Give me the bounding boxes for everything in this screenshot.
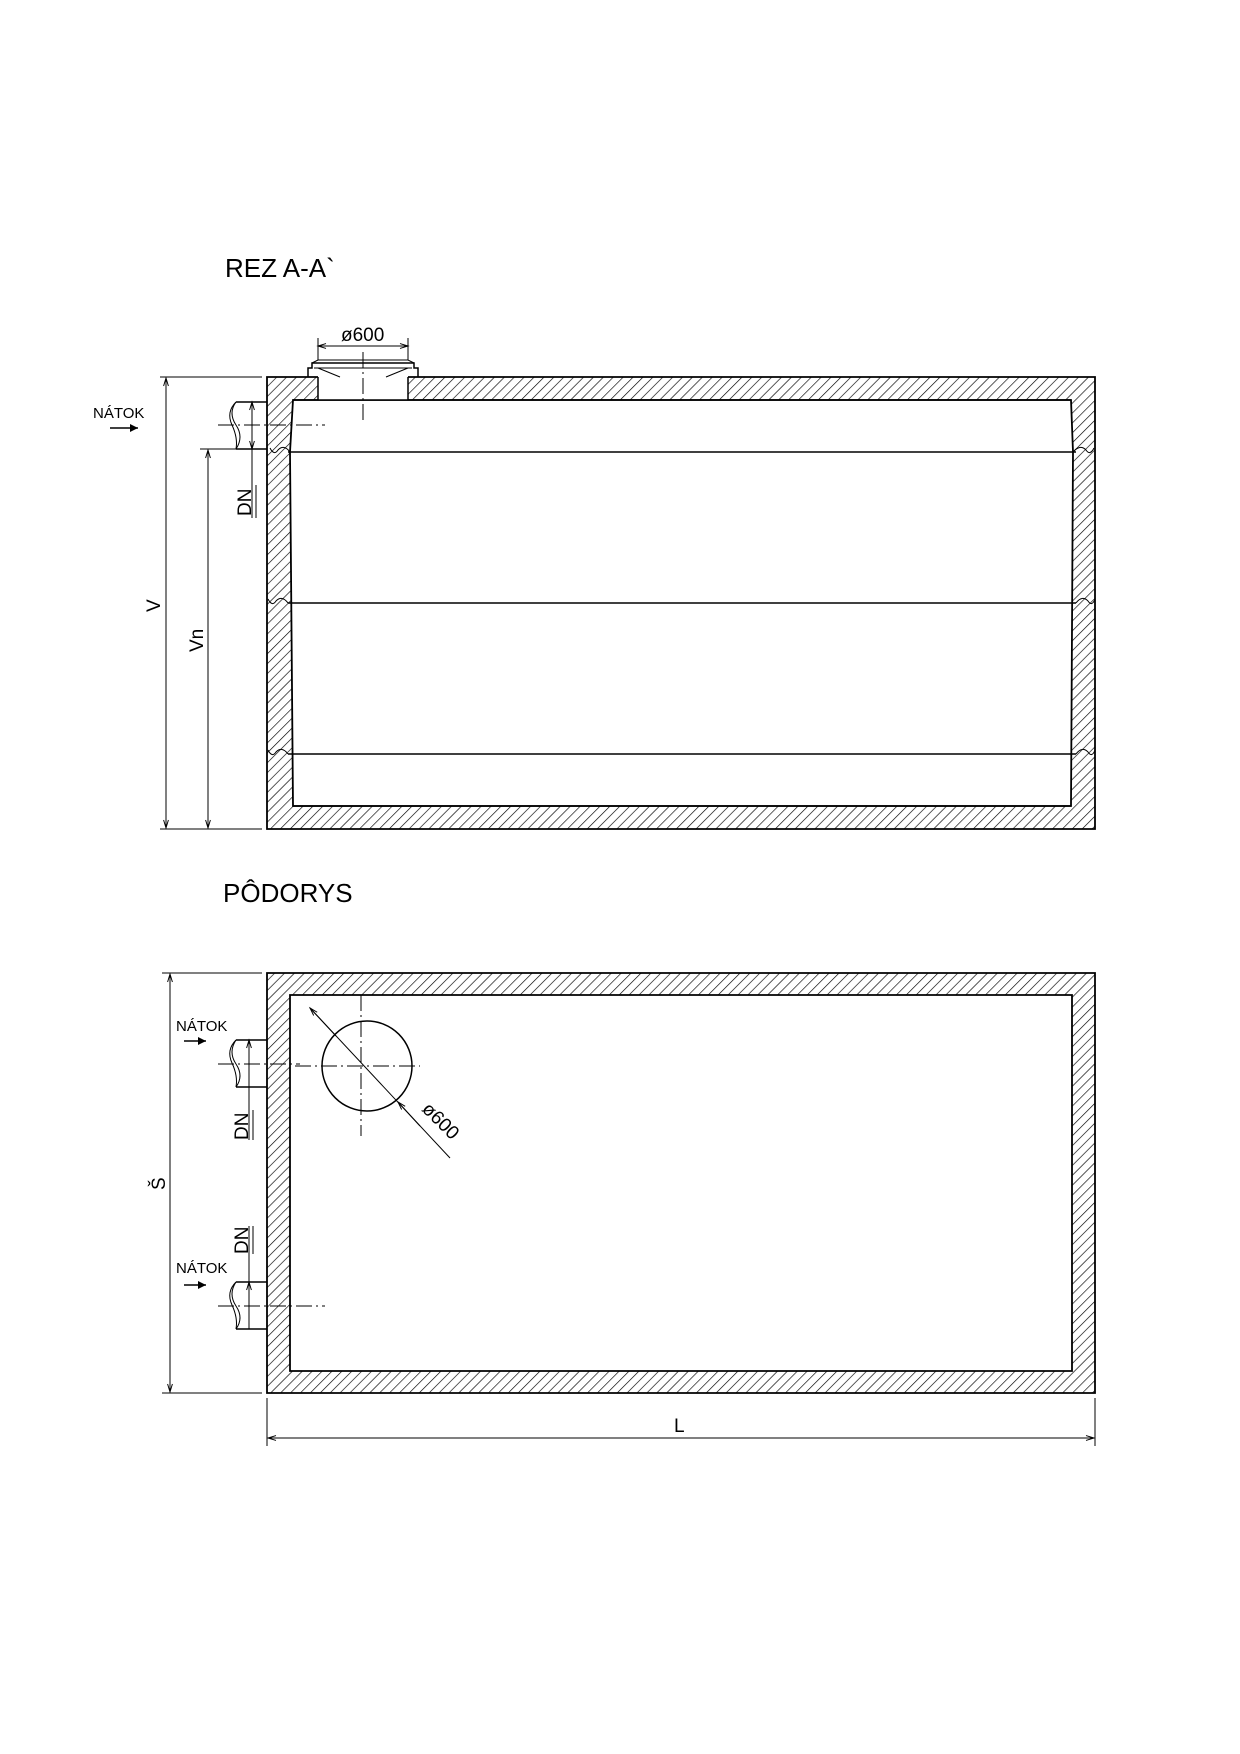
plan-width-label: Š [148,1177,170,1190]
plan-width-extension [162,972,262,1394]
section-inflow-label: NÁTOK [93,405,144,422]
plan-inflow-label-2: NÁTOK [176,1260,227,1277]
plan-view: PÔDORYS ø600 NÁTOK DN [148,878,1096,1446]
manhole-dim-label: ø600 [341,325,384,346]
plan-manhole [295,995,451,1159]
section-vn-label: Vn [187,629,208,652]
section-v-extension [160,376,262,830]
tank-ring-lines [267,399,1096,807]
plan-inflow-pipe-1 [218,1039,300,1088]
section-title: REZ A-A` [225,253,335,283]
plan-title: PÔDORYS [223,878,353,908]
manhole-shaft [317,377,409,400]
plan-inflow-label-1: NÁTOK [176,1018,227,1035]
plan-dn-2-label: DN [232,1227,253,1254]
plan-manhole-dim-label: ø600 [417,1099,462,1144]
plan-dn-1-label: DN [232,1113,253,1140]
section-dn-label: DN [235,489,256,516]
plan-length-label: L [674,1416,685,1437]
section-v-label: V [144,599,165,612]
section-view: REZ A-A` ø600 NÁTOK [93,253,1096,830]
plan-tank-wall [266,972,1096,1394]
manhole-dim-extension [317,338,409,360]
